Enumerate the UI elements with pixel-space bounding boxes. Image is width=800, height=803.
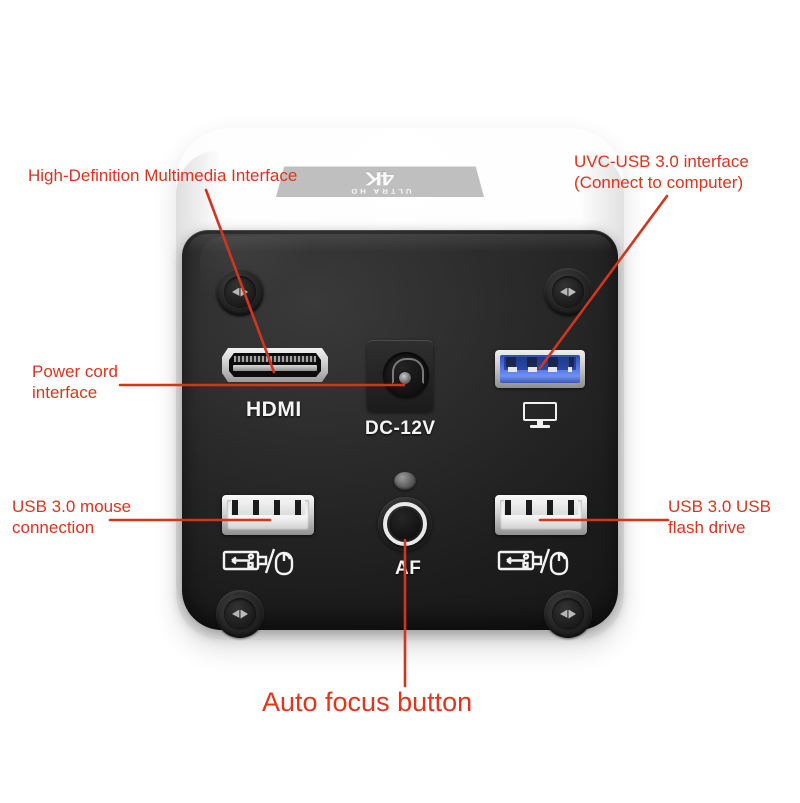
usb-and-mouse-icon-left [222,548,294,576]
af-button-label: AF [395,558,422,579]
usb-and-mouse-icon-right [497,548,569,576]
hdmi-port-icon[interactable] [222,348,328,382]
af-button-icon[interactable] [378,497,432,551]
annotation-auto-focus: Auto focus button [262,687,473,717]
screw-bottom-right [544,590,592,638]
4k-ultra-hd-logo: ULTRA HD 4K [276,166,484,197]
annotation-usb-flash: USB 3.0 USB flash drive [668,497,771,537]
annotation-power-cord: Power cord interface [32,362,118,402]
annotation-hdmi: High-Definition Multimedia Interface [28,166,298,185]
hdmi-port-label: HDMI [246,398,302,421]
screw-top-left [216,268,264,316]
screw-bottom-left [216,590,264,638]
usb-port-icon-left[interactable] [222,495,314,535]
usb3-port-icon[interactable] [495,350,585,388]
screw-top-right [544,268,592,316]
dc-jack-ring [392,358,424,384]
dc-jack-pin [399,372,411,384]
logo-primary-text: 4K [365,167,395,189]
monitor-icon [523,402,557,428]
status-led-indicator [394,472,416,490]
usb-port-icon-right[interactable] [495,495,587,535]
annotation-usb-mouse: USB 3.0 mouse connection [12,497,132,537]
annotation-uvc-usb: UVC-USB 3.0 interface (Connect to comput… [574,152,749,192]
dc-port-label: DC-12V [365,418,436,439]
